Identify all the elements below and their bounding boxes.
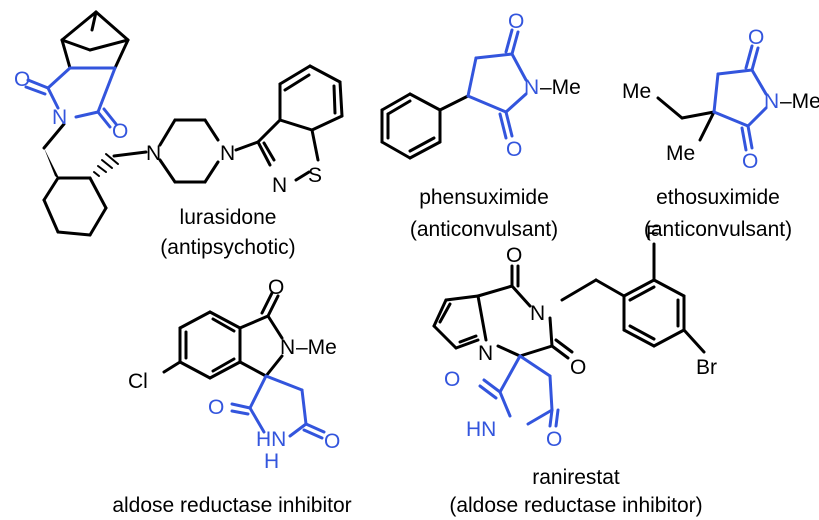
atom-methyl: Me (666, 142, 695, 165)
ranirestat-benzyl (560, 242, 706, 354)
atom-NH: HN (256, 428, 286, 451)
atom-N: N (220, 142, 235, 165)
caption-name: aldose reductase inhibitor (112, 494, 351, 517)
lurasidone-benzisothiazole (256, 64, 344, 182)
atom-O: O (112, 120, 128, 143)
atom-O: O (14, 68, 30, 91)
atom-NH: HN (466, 418, 496, 441)
atom-O: O (324, 430, 340, 453)
atom-methyl: –Me (780, 90, 819, 113)
atom-O: O (508, 10, 524, 33)
phensuximide-structure: O N –Me O phensuximide (anticonvulsant) (380, 10, 581, 241)
aldose-isoindolinone (162, 291, 284, 380)
atom-methyl: –Me (296, 336, 337, 359)
atom-O: O (208, 396, 224, 419)
atom-O: O (546, 428, 562, 451)
atom-N: N (52, 106, 67, 129)
atom-Cl: Cl (128, 370, 148, 393)
atom-Br: Br (696, 356, 717, 379)
atom-methyl: Me (622, 80, 651, 103)
phensuximide-succinimide (466, 28, 528, 140)
aldose-spiro-succinimide (230, 374, 326, 440)
atom-N: N (524, 76, 539, 99)
atom-N: N (530, 302, 545, 325)
ranirestat-spiro-succinimide (478, 354, 560, 428)
atom-O: O (506, 244, 522, 267)
aldose-compound-structure: O N –Me Cl O HN H O aldose reductase inh… (112, 276, 351, 517)
caption-class: (anticonvulsant) (410, 218, 558, 241)
caption-class: (aldose reductase inhibitor) (449, 494, 702, 517)
atom-N: N (280, 336, 295, 359)
ethosuximide-structure: O Me N –Me Me O ethosuximide (anticonvul… (622, 26, 819, 241)
atom-F: F (646, 222, 659, 245)
lurasidone-structure: O N O N N N S lurasidone (antipsychotic) (14, 10, 344, 259)
lurasidone-imide-ring (24, 66, 118, 129)
lurasidone-wedge-bond (44, 148, 60, 180)
atom-S: S (308, 164, 322, 187)
caption-class: (antipsychotic) (160, 236, 295, 259)
atom-O: O (570, 356, 586, 379)
caption-name: phensuximide (419, 186, 549, 209)
lurasidone-hash-bond (93, 153, 119, 177)
caption-name: ethosuximide (656, 186, 780, 209)
ranirestat-structure: O N F N O Br O HN O ranirestat (aldose r… (432, 222, 717, 517)
caption-name: ranirestat (532, 466, 620, 489)
lurasidone-norbornane (60, 10, 130, 70)
atom-O: O (506, 138, 522, 161)
atom-O: O (748, 26, 764, 49)
atom-N: N (272, 174, 287, 197)
atom-O: O (742, 150, 758, 173)
atom-N: N (146, 142, 161, 165)
caption-class: (anticonvulsant) (644, 218, 792, 241)
atom-H: H (264, 450, 279, 473)
ranirestat-pyrrole (432, 294, 488, 350)
atom-O: O (268, 276, 284, 299)
atom-N: N (764, 90, 779, 113)
ethosuximide-succinimide (712, 44, 768, 152)
atom-N: N (478, 342, 493, 365)
atom-methyl: –Me (540, 76, 581, 99)
caption-name: lurasidone (180, 206, 277, 229)
lurasidone-piperazine (158, 118, 220, 184)
lurasidone-cyclohexane (42, 176, 108, 237)
phensuximide-phenyl (380, 92, 442, 160)
atom-O: O (444, 368, 460, 391)
ranirestat-piperazinedione (476, 264, 574, 360)
